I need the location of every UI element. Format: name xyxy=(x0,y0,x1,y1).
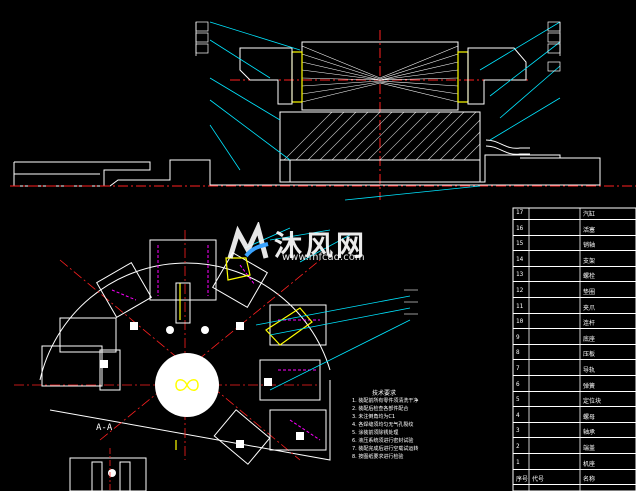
table-cell-name: 弹簧 xyxy=(583,382,596,390)
clamp-left xyxy=(239,47,293,105)
table-row: 3 轴承 xyxy=(513,426,636,439)
table-cell-name: 螺母 xyxy=(583,413,596,421)
housing-block xyxy=(279,111,481,183)
table-row: 10 连杆 xyxy=(513,317,636,330)
watermark: 沐风网 www.mfcad.com xyxy=(226,222,426,270)
table-cell-no: 10 xyxy=(516,318,524,326)
base-plate xyxy=(13,154,601,187)
table-cell-name: 连杆 xyxy=(583,320,596,328)
table-cell-name: 定位块 xyxy=(583,398,602,406)
shaft xyxy=(175,282,191,324)
table-cell-name: 底座 xyxy=(583,335,596,343)
note-line: 3. 未注倒角均为C1 xyxy=(352,414,396,420)
table-cell-name: 夹爪 xyxy=(583,304,596,312)
balloon-tags xyxy=(195,21,561,72)
table-row: 14 支架 xyxy=(513,255,636,267)
table-header-name: 名称 xyxy=(583,476,596,484)
note-line: 1. 装配前所有零件须清洗干净 xyxy=(352,398,419,404)
table-cell-name: 导轨 xyxy=(583,367,596,374)
table-cell-no: 3 xyxy=(516,427,520,435)
table-cell-name: 支架 xyxy=(583,257,596,265)
parts-table-border xyxy=(512,207,636,491)
table-row: 7 导轨 xyxy=(513,364,636,376)
table-row: 16 活塞 xyxy=(513,224,636,236)
table-row: 1 机座 xyxy=(513,458,636,470)
coil-right xyxy=(457,51,469,103)
table-cell-name: 垫圈 xyxy=(583,289,596,296)
table-header-row: 序号代号 名称 xyxy=(513,473,636,486)
table-header-code: 代号 xyxy=(532,476,545,484)
table-row: 9 底座 xyxy=(513,333,636,345)
table-cell-name: 轴承 xyxy=(583,429,596,437)
bolts xyxy=(100,322,304,448)
table-cell-no: 6 xyxy=(516,380,520,388)
table-row: 2 端盖 xyxy=(513,442,636,454)
leader-lines-top xyxy=(195,21,561,201)
note-line: 8. 按图纸要求进行检验 xyxy=(352,454,404,460)
table-row: 5 定位块 xyxy=(513,395,636,408)
yellow-parts xyxy=(175,257,313,450)
table-cell-no: 14 xyxy=(516,255,524,263)
note-line: 6. 液压系统须进行密封试验 xyxy=(352,438,414,444)
table-row: 6 弹簧 xyxy=(513,380,636,392)
table-cell-no: 11 xyxy=(516,302,524,310)
brand-logo-icon xyxy=(227,222,269,259)
table-row: 8 压板 xyxy=(513,348,636,361)
clamp-right xyxy=(467,47,527,105)
table-row: 11 夹爪 xyxy=(513,302,636,314)
outer-arc xyxy=(39,262,331,381)
coil-left xyxy=(291,51,303,103)
watermark-url: www.mfcad.com xyxy=(282,252,365,263)
table-row: 12 垫圈 xyxy=(513,286,636,298)
note-line: 2. 装配后检查各部件配合 xyxy=(352,406,409,412)
table-cell-no: 12 xyxy=(516,287,524,294)
table-cell-no: 2 xyxy=(516,443,520,450)
table-cell-no: 1 xyxy=(516,458,520,466)
watermark-brand: 沐风网 xyxy=(274,229,368,262)
table-cell-no: 7 xyxy=(516,365,520,372)
table-cell-no: 8 xyxy=(516,349,520,357)
hub-bore-icon xyxy=(175,379,199,391)
table-cell-name: 销轴 xyxy=(583,242,596,250)
table-row: 13 螺栓 xyxy=(513,270,636,283)
table-cell-no: 15 xyxy=(516,240,524,248)
table-cell-name: 压板 xyxy=(583,351,596,359)
table-cell-name: 汽缸 xyxy=(583,211,596,218)
table-row: 17 汽缸 xyxy=(513,208,636,220)
hose xyxy=(485,139,530,149)
table-cell-name: 机座 xyxy=(583,460,596,468)
notes-title: 技术要求 xyxy=(372,390,397,397)
note-line: 4. 各焊缝须均匀无气孔裂纹 xyxy=(352,422,414,428)
table-row: 15 销轴 xyxy=(513,239,636,252)
table-row: 4 螺母 xyxy=(513,411,636,423)
table-cell-no: 17 xyxy=(516,209,524,216)
note-line: 7. 装配完成后进行空载试运转 xyxy=(352,446,419,452)
table-header-no: 序号 xyxy=(516,476,529,484)
section-label: A-A xyxy=(96,423,113,433)
section-aa-view xyxy=(69,457,147,491)
table-cell-no: 5 xyxy=(516,396,520,404)
table-cell-no: 16 xyxy=(516,224,524,232)
note-line: 5. 涂装前须除锈处理 xyxy=(352,430,399,436)
table-cell-no: 9 xyxy=(516,333,520,341)
clamp-units xyxy=(41,239,327,465)
table-cell-no: 4 xyxy=(516,411,520,419)
table-cell-no: 13 xyxy=(516,271,524,279)
table-cell-name: 端盖 xyxy=(583,445,596,452)
table-cell-name: 活塞 xyxy=(583,226,596,234)
table-cell-name: 螺栓 xyxy=(583,273,596,281)
